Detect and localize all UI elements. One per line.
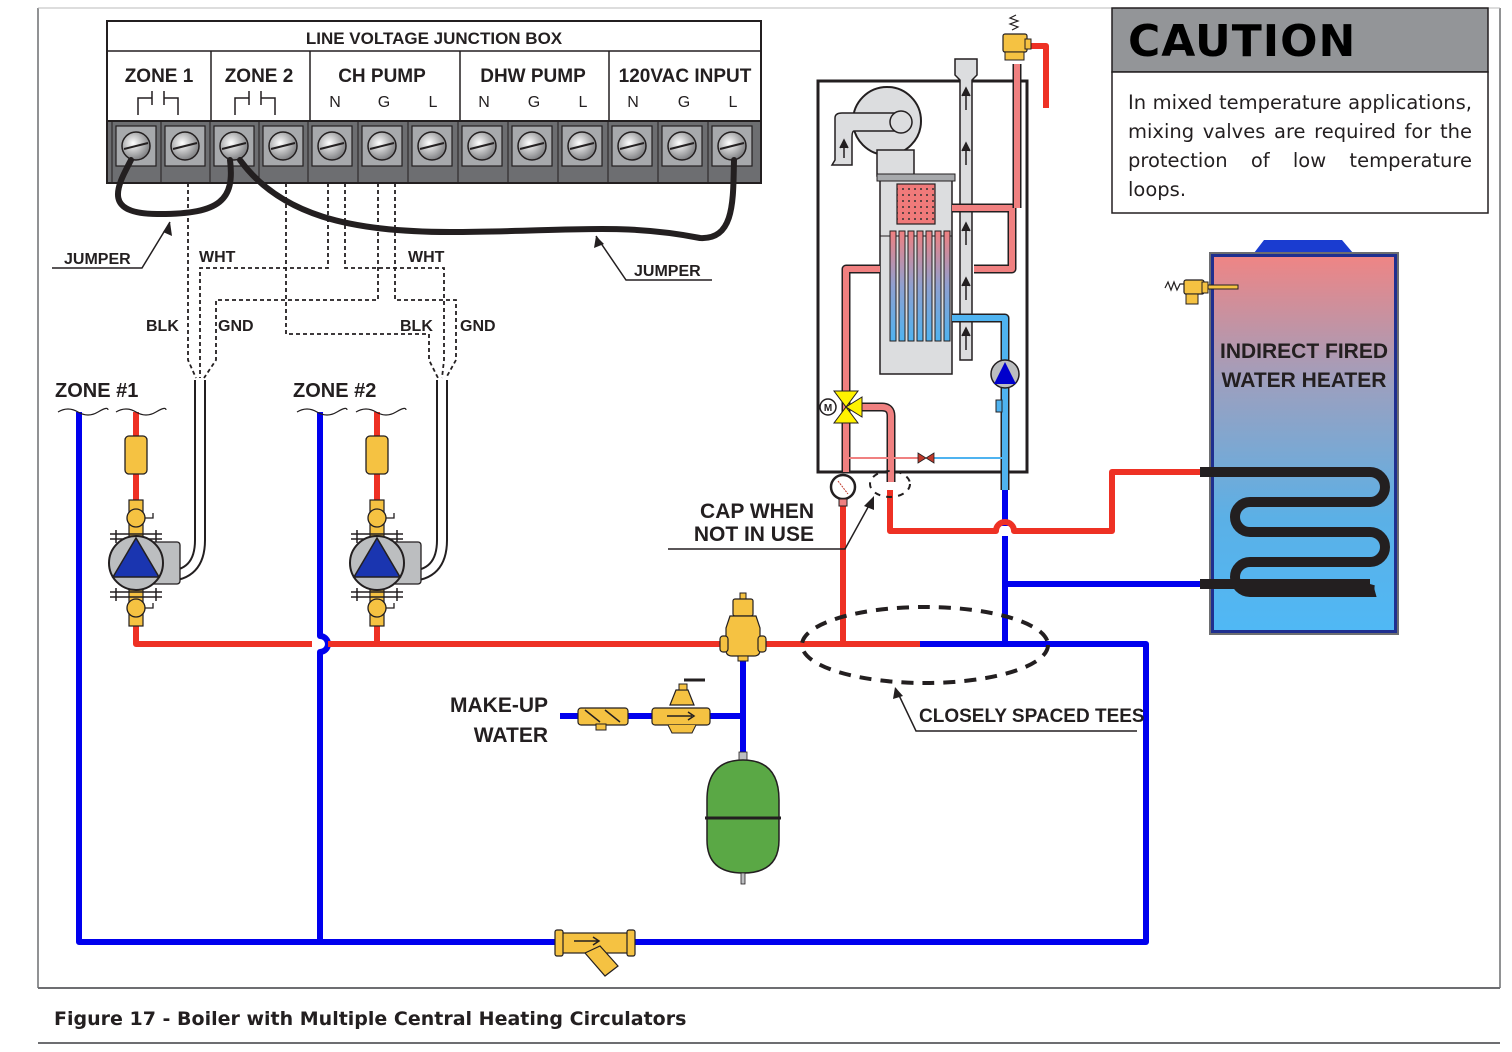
terminal-label-dhw-n: N [478,94,490,111]
backflow-preventer-icon [577,707,629,731]
gnd-label-2: GND [460,318,496,335]
jumper-label-left: JUMPER [64,251,131,268]
terminal-label-input-n: N [627,94,639,111]
wiring-labels: JUMPER JUMPER WHT WHT BLK GND BLK GND [52,221,712,335]
zone-1-circulator-assembly [108,435,181,627]
junction-box-title: LINE VOLTAGE JUNCTION BOX [306,29,563,48]
makeup-water-label-line1: MAKE-UP [450,694,548,717]
terminal-screw-icon [209,121,255,183]
svg-text:M: M [824,403,832,414]
return-piping [76,412,1200,945]
terminal-screw-icon [507,121,553,183]
expansion-tank-icon [705,751,781,885]
jumper-label-right: JUMPER [634,263,701,280]
flow-check-valve-icon [124,435,148,475]
three-way-valve-icon: M [819,390,863,424]
exchanger-tube [898,230,906,342]
terminal-screw-icon [407,121,453,183]
bypass-valve-icon [917,452,935,464]
indirect-water-heater: INDIRECT FIRED WATER HEATER [1164,240,1399,635]
group-label-zone2: ZONE 2 [225,66,294,87]
terminal-label-dhw-l: L [579,94,588,111]
isolation-valve-icon [367,508,387,528]
zone-2-circulator-assembly [349,435,422,627]
boiler-relief-valve-icon [1002,14,1032,61]
terminal-label-dhw-g: G [528,94,540,111]
exchanger-tube [889,230,897,342]
blk-label-2: BLK [400,318,433,335]
boiler: M [816,14,1032,507]
exchanger-tube [907,230,915,342]
caution-box [1111,7,1489,214]
zone-2-label: ZONE #2 [293,380,376,402]
terminal-screw-icon [160,121,206,183]
group-label-dhw-pump: DHW PUMP [480,66,586,87]
boiler-pump-icon [990,359,1020,389]
exchanger-tube [943,230,951,342]
jumper-wire-left [115,157,234,218]
zone-pipe-break-marks [57,407,407,416]
zone-1-label: ZONE #1 [55,380,138,402]
water-heater-label-line2: WATER HEATER [1222,369,1387,392]
terminal-screw-icon [307,121,353,183]
group-label-zone1: ZONE 1 [125,66,194,87]
zone1-contact-symbol [137,91,179,115]
terminal-screw-icon [607,121,653,183]
isolation-valve-icon [367,598,387,618]
exchanger-tube [916,230,924,342]
terminal-screw-icon [357,121,403,183]
air-separator-icon [719,592,767,662]
caution-body: In mixed temperature applications, mixin… [1128,91,1472,201]
terminal-screw-icon [557,121,603,183]
terminal-screw-icon [258,121,304,183]
wht-label-1: WHT [199,249,236,266]
terminal-label-ch-g: G [378,94,390,111]
terminal-label-ch-l: L [429,94,438,111]
closely-spaced-tees-marker [800,605,1050,685]
makeup-water-label-line2: WATER [474,724,548,747]
blk-label-1: BLK [146,318,179,335]
caution-title: CAUTION [1128,16,1357,67]
terminal-screw-icon [111,121,157,183]
terminal-label-input-g: G [678,94,690,111]
isolation-valve-icon [126,508,146,528]
flow-check-valve-icon [365,435,389,475]
water-heater-label-line1: INDIRECT FIRED [1220,340,1388,363]
jumper-wire-right [237,157,737,242]
closely-spaced-tees-label: CLOSELY SPACED TEES [919,706,1145,727]
jumper-wires [115,157,737,242]
exchanger-tube [925,230,933,342]
terminal-label-ch-n: N [329,94,341,111]
signal-wires [187,183,457,379]
pressure-reducing-valve-icon [651,678,711,734]
isolation-valve-icon [126,598,146,618]
wht-label-2: WHT [408,249,445,266]
water-heater-relief-valve-icon [1164,279,1239,305]
cap-when-label-line2: NOT IN USE [694,523,814,546]
annotations: CAP WHEN NOT IN USE CLOSELY SPACED TEES … [450,496,1145,747]
terminal-label-input-l: L [729,94,738,111]
group-label-120vac-input: 120VAC INPUT [619,66,752,87]
flue-arrows [961,86,971,350]
cap-when-label-line1: CAP WHEN [700,500,814,523]
exchanger-tube [934,230,942,342]
y-strainer-icon [554,929,636,977]
terminal-screw-icon [457,121,503,183]
group-label-ch-pump: CH PUMP [338,66,426,87]
figure-frame [37,7,1501,1044]
figure-caption: Figure 17 - Boiler with Multiple Central… [54,1008,687,1030]
heat-exchanger-tubes [889,230,951,342]
pressure-gauge-icon [829,473,857,507]
junction-box: LINE VOLTAGE JUNCTION BOX ZONE 1 ZONE 2 … [106,20,762,184]
zone2-contact-symbol [234,91,276,115]
terminal-screw-icon [657,121,703,183]
gnd-label-1: GND [218,318,254,335]
